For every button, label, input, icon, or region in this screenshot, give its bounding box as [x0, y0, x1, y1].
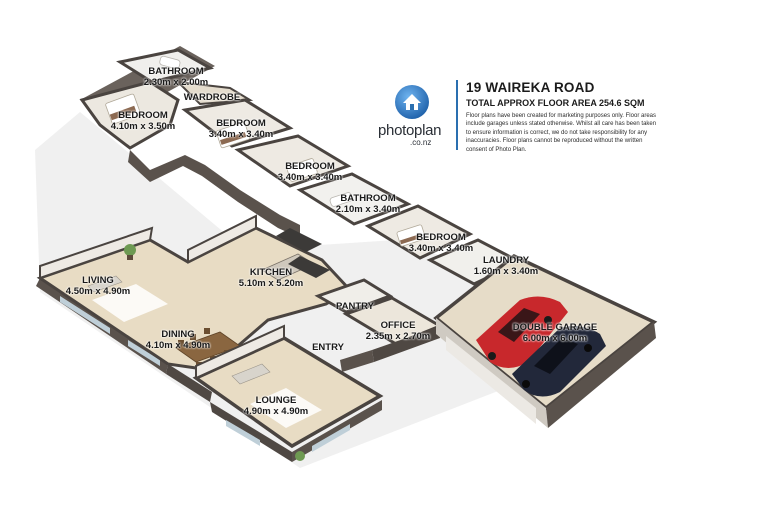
bedroom-wing — [79, 46, 524, 286]
living-rug — [92, 284, 168, 322]
pantry-floor — [314, 278, 394, 314]
office-front-wall — [372, 326, 440, 362]
garage-door — [446, 336, 536, 424]
kitchen-back-wall — [187, 214, 257, 264]
bed-1-throw — [109, 105, 137, 121]
lounge-rug — [250, 388, 322, 428]
wing-front-wall — [128, 150, 300, 238]
room-label-pantry: PANTRY — [336, 301, 374, 312]
dining-window — [128, 340, 160, 366]
lounge-left-wall — [210, 402, 292, 462]
living-area — [36, 214, 353, 402]
lounge-back-wall — [195, 324, 285, 380]
property-address: 19 WAIREKA ROAD — [466, 80, 595, 95]
living-back-wall — [39, 226, 154, 280]
lounge-window — [226, 420, 260, 446]
plant-lounge — [295, 451, 305, 461]
bath-tub — [159, 55, 181, 70]
bed-4-throw — [399, 233, 423, 245]
car-red — [476, 296, 568, 368]
logo-wordmark: photoplan — [378, 122, 442, 139]
logo-domain: .co.nz — [410, 138, 432, 147]
bedroom-2-floor — [181, 98, 294, 148]
bedroom-3-floor — [234, 134, 352, 188]
floor-area: TOTAL APPROX FLOOR AREA 254.6 SQM — [466, 98, 645, 108]
kitchen-counter — [276, 228, 322, 252]
property-info: 19 WAIREKA ROAD TOTAL APPROX FLOOR AREA … — [466, 80, 662, 154]
bathroom-2-floor — [296, 172, 412, 226]
bed-3 — [286, 158, 318, 182]
garage — [433, 253, 658, 428]
living-front-wall — [166, 364, 212, 402]
living-sofa — [87, 275, 123, 293]
car-navy — [512, 326, 606, 397]
house-icon — [395, 85, 429, 119]
bath-tub-2 — [329, 192, 353, 207]
lounge-room — [192, 324, 384, 462]
wardrobe-floor — [175, 80, 254, 106]
header-divider — [456, 80, 458, 150]
garage-side-wall — [546, 322, 656, 428]
lounge-sofa — [231, 363, 271, 385]
plant-living — [124, 244, 136, 256]
entry-wall — [340, 350, 374, 372]
plant-pot — [127, 255, 133, 260]
room-label-wardrobe: WARDROBE — [183, 92, 241, 103]
disclaimer: Floor plans have been created for market… — [466, 113, 657, 153]
lounge-window-2 — [312, 424, 350, 452]
service-block — [314, 278, 444, 372]
kitchen-counter-2 — [288, 256, 330, 278]
room-label-entry: ENTRY — [312, 342, 344, 353]
living-window — [60, 296, 110, 334]
bed-2-throw — [220, 132, 247, 145]
